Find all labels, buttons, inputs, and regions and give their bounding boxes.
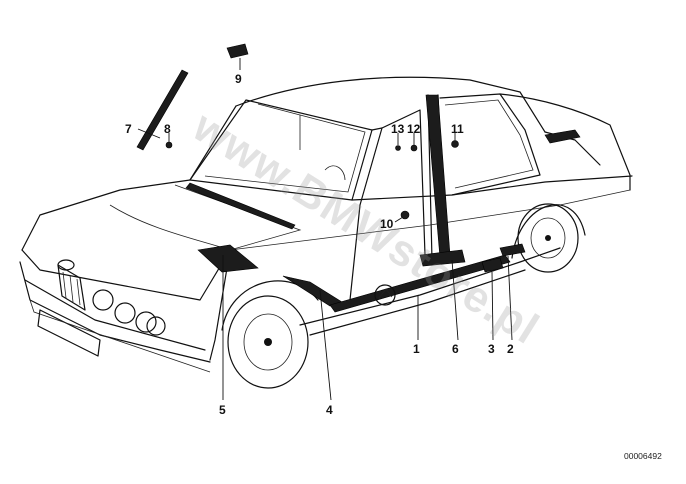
callout-7: 7: [125, 122, 132, 136]
callout-3: 3: [488, 342, 495, 356]
part-13-screw: [395, 145, 401, 151]
part-7-pillar-trim: [136, 69, 189, 151]
part-9-clip: [226, 43, 249, 59]
callout-2: 2: [507, 342, 514, 356]
car-illustration: [19, 76, 633, 389]
part-3-clip: [481, 257, 504, 273]
parts-group: [136, 43, 526, 313]
callout-labels: 9 7 8 13 12 11 10 5 4 1 6 3 2: [125, 72, 514, 417]
callout-1: 1: [413, 342, 420, 356]
detail-circle: [374, 284, 396, 306]
part-11-clip: [451, 140, 459, 148]
callout-6: 6: [452, 342, 459, 356]
document-number: 00006492: [624, 451, 662, 461]
callout-4: 4: [326, 403, 333, 417]
watermark: www.BMWstore.pl: [184, 101, 548, 354]
leader-lines: [137, 58, 513, 401]
part-4-side-trim: [282, 275, 343, 307]
callout-9: 9: [235, 72, 242, 86]
callout-13: 13: [391, 122, 405, 136]
callout-10: 10: [380, 217, 394, 231]
callout-5: 5: [219, 403, 226, 417]
part-5-fender-trim: [197, 244, 259, 273]
part-8-screw: [165, 141, 173, 149]
part-2-sill-end: [499, 243, 526, 257]
callout-11: 11: [451, 122, 464, 136]
callout-12: 12: [407, 122, 421, 136]
callout-8: 8: [164, 122, 171, 136]
